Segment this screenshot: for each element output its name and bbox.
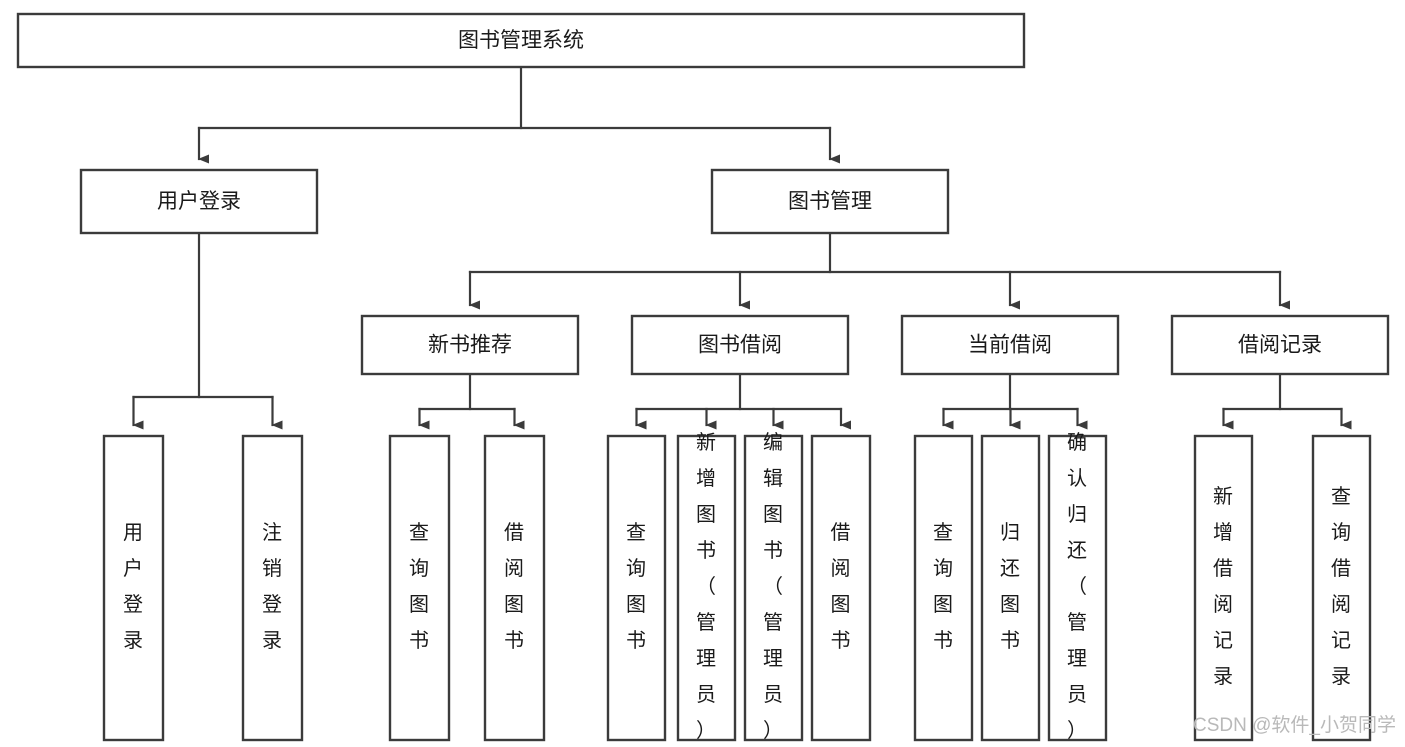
node-box-leaf-query-book-recommend bbox=[388, 434, 451, 742]
node-leaf-query-borrow-record[interactable]: 查询借阅记录 bbox=[1311, 434, 1372, 742]
node-book-borrow[interactable]: 图书借阅 bbox=[630, 314, 850, 376]
node-leaf-query-book-borrow[interactable]: 查询图书 bbox=[606, 434, 667, 742]
node-box-leaf-logout bbox=[241, 434, 304, 742]
node-leaf-query-book-recommend[interactable]: 查询图书 bbox=[388, 434, 451, 742]
node-label-leaf-edit-book-admin: 编辑图书（管理员） bbox=[763, 431, 784, 742]
node-label-leaf-add-book-admin: 新增图书（管理员） bbox=[696, 431, 717, 742]
node-label-borrow-record: 借阅记录 bbox=[1238, 334, 1322, 357]
node-new-book-recommend[interactable]: 新书推荐 bbox=[360, 314, 580, 376]
node-book-manage[interactable]: 图书管理 bbox=[710, 168, 950, 235]
node-box-book-manage bbox=[710, 168, 950, 235]
node-label-current-borrow: 当前借阅 bbox=[968, 334, 1052, 357]
node-borrow-record[interactable]: 借阅记录 bbox=[1170, 314, 1390, 376]
node-label-leaf-confirm-return-admin: 确认归还（管理员） bbox=[1067, 431, 1088, 742]
node-label-new-book-recommend: 新书推荐 bbox=[428, 334, 512, 357]
node-box-book-borrow bbox=[630, 314, 850, 376]
node-box-borrow-record bbox=[1170, 314, 1390, 376]
node-leaf-confirm-return-admin[interactable]: 确认归还（管理员） bbox=[1047, 431, 1108, 742]
node-box-leaf-borrow-book bbox=[810, 434, 872, 742]
node-leaf-edit-book-admin[interactable]: 编辑图书（管理员） bbox=[743, 431, 804, 742]
node-label-leaf-borrow-book-recommend: 借阅图书 bbox=[504, 521, 525, 652]
node-box-leaf-edit-book-admin bbox=[743, 434, 804, 742]
node-box-leaf-query-book-current bbox=[913, 434, 974, 742]
node-label-leaf-logout: 注销登录 bbox=[262, 521, 283, 652]
node-leaf-add-book-admin[interactable]: 新增图书（管理员） bbox=[676, 431, 737, 742]
node-box-current-borrow bbox=[900, 314, 1120, 376]
node-leaf-query-book-current[interactable]: 查询图书 bbox=[913, 434, 974, 742]
node-label-leaf-query-book-borrow: 查询图书 bbox=[626, 521, 647, 652]
node-label-book-borrow: 图书借阅 bbox=[698, 334, 782, 357]
node-box-leaf-query-book-borrow bbox=[606, 434, 667, 742]
node-box-leaf-return-book bbox=[980, 434, 1041, 742]
node-leaf-user-login[interactable]: 用户登录 bbox=[102, 434, 165, 742]
node-leaf-borrow-book[interactable]: 借阅图书 bbox=[810, 434, 872, 742]
node-leaf-add-borrow-record[interactable]: 新增借阅记录 bbox=[1193, 434, 1254, 742]
node-root[interactable]: 图书管理系统 bbox=[16, 12, 1026, 69]
node-label-user-login: 用户登录 bbox=[157, 190, 241, 213]
csdn-watermark: CSDN @软件_小贺同学 bbox=[1193, 714, 1396, 736]
node-box-leaf-add-borrow-record bbox=[1193, 434, 1254, 742]
node-box-root bbox=[16, 12, 1026, 69]
node-label-leaf-user-login: 用户登录 bbox=[123, 522, 144, 652]
node-label-root: 图书管理系统 bbox=[458, 29, 584, 52]
node-label-leaf-query-book-current: 查询图书 bbox=[933, 521, 954, 652]
node-leaf-logout[interactable]: 注销登录 bbox=[241, 434, 304, 742]
node-label-leaf-query-book-recommend: 查询图书 bbox=[409, 521, 430, 652]
node-label-leaf-borrow-book: 借阅图书 bbox=[831, 521, 852, 652]
node-leaf-borrow-book-recommend[interactable]: 借阅图书 bbox=[483, 434, 546, 742]
node-box-leaf-query-borrow-record bbox=[1311, 434, 1372, 742]
node-box-user-login bbox=[79, 168, 319, 235]
node-box-new-book-recommend bbox=[360, 314, 580, 376]
node-label-leaf-query-borrow-record: 查询借阅记录 bbox=[1331, 485, 1352, 688]
node-label-leaf-add-borrow-record: 新增借阅记录 bbox=[1213, 485, 1234, 688]
nodes-layer: 图书管理系统用户登录图书管理新书推荐图书借阅当前借阅借阅记录用户登录注销登录查询… bbox=[16, 12, 1390, 742]
node-current-borrow[interactable]: 当前借阅 bbox=[900, 314, 1120, 376]
node-box-leaf-confirm-return-admin bbox=[1047, 434, 1108, 742]
node-box-leaf-add-book-admin bbox=[676, 434, 737, 742]
node-label-book-manage: 图书管理 bbox=[788, 190, 872, 213]
node-user-login[interactable]: 用户登录 bbox=[79, 168, 319, 235]
node-box-leaf-borrow-book-recommend bbox=[483, 434, 546, 742]
node-box-leaf-user-login bbox=[102, 434, 165, 742]
node-label-leaf-return-book: 归还图书 bbox=[1000, 521, 1021, 652]
node-leaf-return-book[interactable]: 归还图书 bbox=[980, 434, 1041, 742]
connectors-layer bbox=[132, 65, 1352, 430]
